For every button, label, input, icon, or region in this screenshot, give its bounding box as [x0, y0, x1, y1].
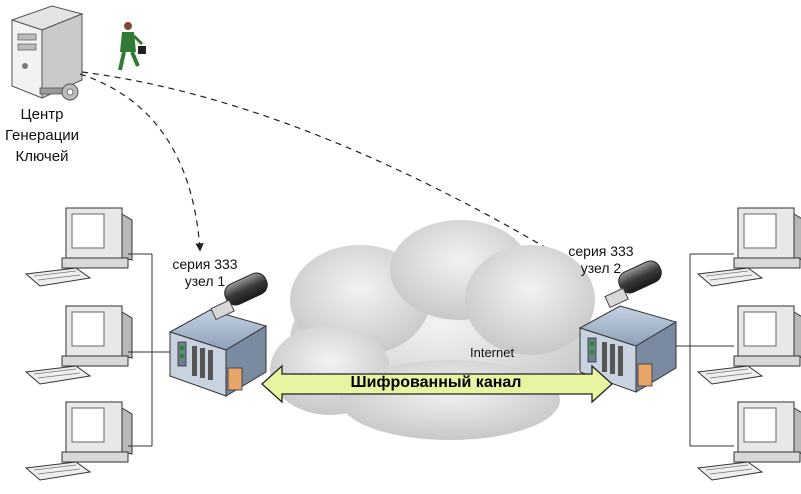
- node1-name: узел 1: [184, 273, 226, 289]
- key-center-label-line-3: Ключей: [15, 148, 69, 165]
- key-center-server-icon: [10, 5, 84, 99]
- left-network-lines: [128, 253, 172, 447]
- right-pc-1: [697, 207, 801, 287]
- courier-person-icon: [118, 22, 146, 71]
- node2-name: узел 2: [580, 260, 622, 276]
- internet-label: Internet: [470, 345, 515, 360]
- key-center-label-line-2: Генерации: [4, 127, 80, 144]
- key-center-label-line-1: Центр: [20, 106, 64, 123]
- gateway-node1-icon: [169, 309, 267, 397]
- left-pc-2: [25, 305, 133, 385]
- left-pc-3: [25, 401, 133, 481]
- key-icon: [39, 83, 79, 101]
- node1-label: серия 333 узел 1: [162, 256, 248, 290]
- key-center-label: Центр Генерации Ключей: [4, 104, 80, 167]
- node1-series: серия 333: [172, 256, 238, 272]
- key-delivery-arrow-node2: [81, 71, 572, 263]
- internet-cloud: [270, 220, 595, 440]
- encrypted-channel-arrow: [261, 364, 613, 404]
- channel-label: Шифрованный канал: [350, 374, 522, 391]
- node2-series: серия 333: [568, 243, 634, 259]
- right-network-lines: [676, 253, 734, 447]
- left-pc-1: [25, 207, 133, 287]
- right-pc-3: [697, 401, 801, 481]
- right-pc-2: [697, 305, 801, 385]
- node2-label: серия 333 узел 2: [558, 243, 644, 277]
